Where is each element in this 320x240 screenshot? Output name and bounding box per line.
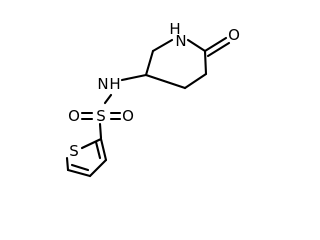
- bond-thio-c3-c2: [99, 137, 108, 162]
- ring-n-label: N: [175, 32, 186, 50]
- carbonyl-o-label: O: [228, 26, 240, 44]
- bond-ring-c4-c3: [144, 73, 187, 90]
- bond-thio-c3-c2-inner: [94, 140, 102, 160]
- bond-thio-c5-c4: [66, 168, 92, 178]
- bond-ring-c3-c2: [144, 49, 155, 77]
- bond-thio-c5-c4-inner: [70, 163, 90, 172]
- chemical-structure: H N O N H S O O S: [65, 20, 240, 178]
- ring-nh-h-label: H: [169, 20, 180, 38]
- thiophene-s-label: S: [69, 142, 79, 160]
- bond-carbonyl-2: [206, 41, 231, 58]
- sulfonyl-s-label: S: [96, 107, 106, 125]
- bond-nh-s: [103, 93, 113, 105]
- bond-ring-c5-c4: [183, 72, 208, 90]
- nh-n-label: N: [97, 75, 108, 93]
- bond-ring-n1-c6: [186, 38, 207, 53]
- nh-h-label: H: [109, 75, 120, 93]
- bond-thio-s-c5: [65, 156, 70, 172]
- bond-ring-c2-n1: [151, 38, 174, 53]
- bond-carbonyl-1: [203, 36, 228, 53]
- bond-ring-c6-c5: [203, 49, 208, 76]
- atom-labels: H N O N H S O O S: [68, 20, 240, 160]
- sulfonyl-o-left-label: O: [68, 107, 80, 125]
- bond-thio-c4-c3: [88, 158, 108, 178]
- bonds: [65, 36, 231, 178]
- sulfonyl-o-right-label: O: [122, 107, 134, 125]
- bond-thio-c2-s: [80, 137, 103, 150]
- bond-c3-nh: [120, 73, 148, 82]
- bond-s-thiophene: [98, 122, 103, 140]
